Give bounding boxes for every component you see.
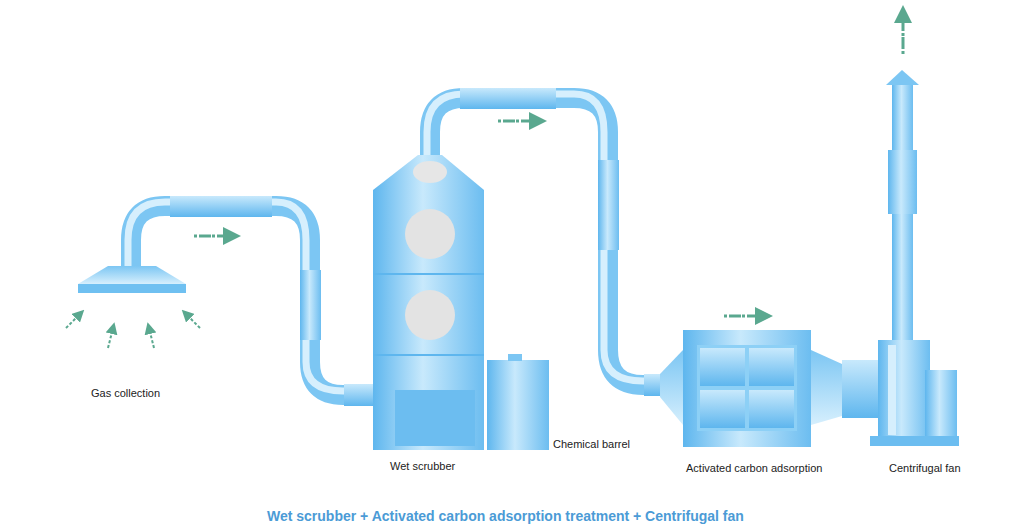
flow-arrows [194, 14, 903, 316]
gas-hood [66, 266, 200, 348]
fan-label: Centrifugal fan [889, 462, 961, 475]
adsorber-label: Activated carbon adsorption [686, 462, 822, 475]
centrifugal-fan [842, 70, 959, 446]
barrel-label: Chemical barrel [553, 438, 630, 451]
scrubber-label: Wet scrubber [390, 460, 455, 473]
carbon-adsorber [660, 330, 842, 447]
caption: Wet scrubber + Activated carbon adsorpti… [267, 508, 744, 525]
wet-scrubber [373, 155, 549, 450]
gas-collection-label: Gas collection [91, 387, 160, 400]
